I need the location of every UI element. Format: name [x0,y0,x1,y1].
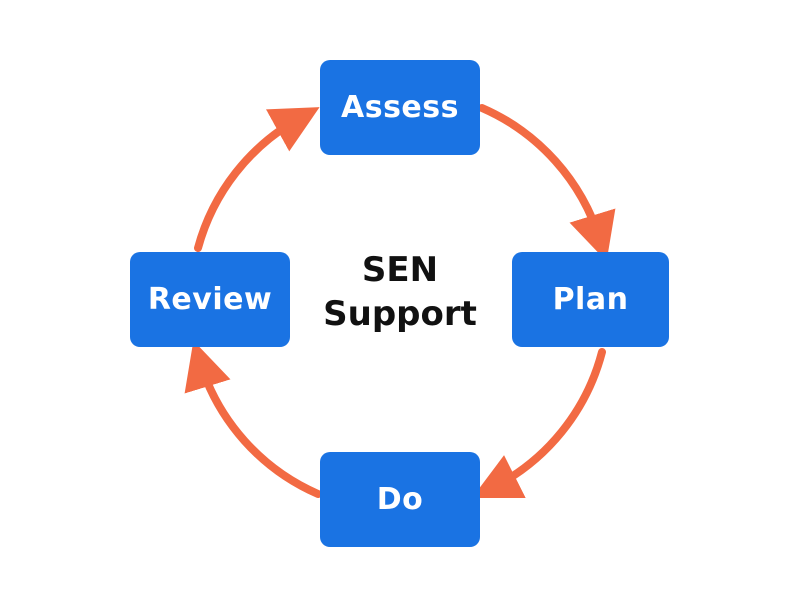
stage-label-review: Review [147,282,273,317]
stage-box-do: Do [320,452,480,547]
stage-box-plan: Plan [512,252,669,347]
stage-label-plan: Plan [552,282,629,317]
center-title-line-2: Support [323,294,477,334]
stage-label-assess: Assess [341,90,459,125]
stage-box-review: Review [130,252,290,347]
arrow-review-to-assess [194,107,320,252]
arrow-assess-to-plan [478,104,616,262]
center-title-line-1: SEN [361,250,439,290]
stage-label-do: Do [376,482,424,517]
center-title: SEN Support [300,248,500,336]
stage-box-assess: Assess [320,60,480,155]
arrow-plan-to-do [471,348,606,499]
arrow-do-to-review [184,340,322,498]
